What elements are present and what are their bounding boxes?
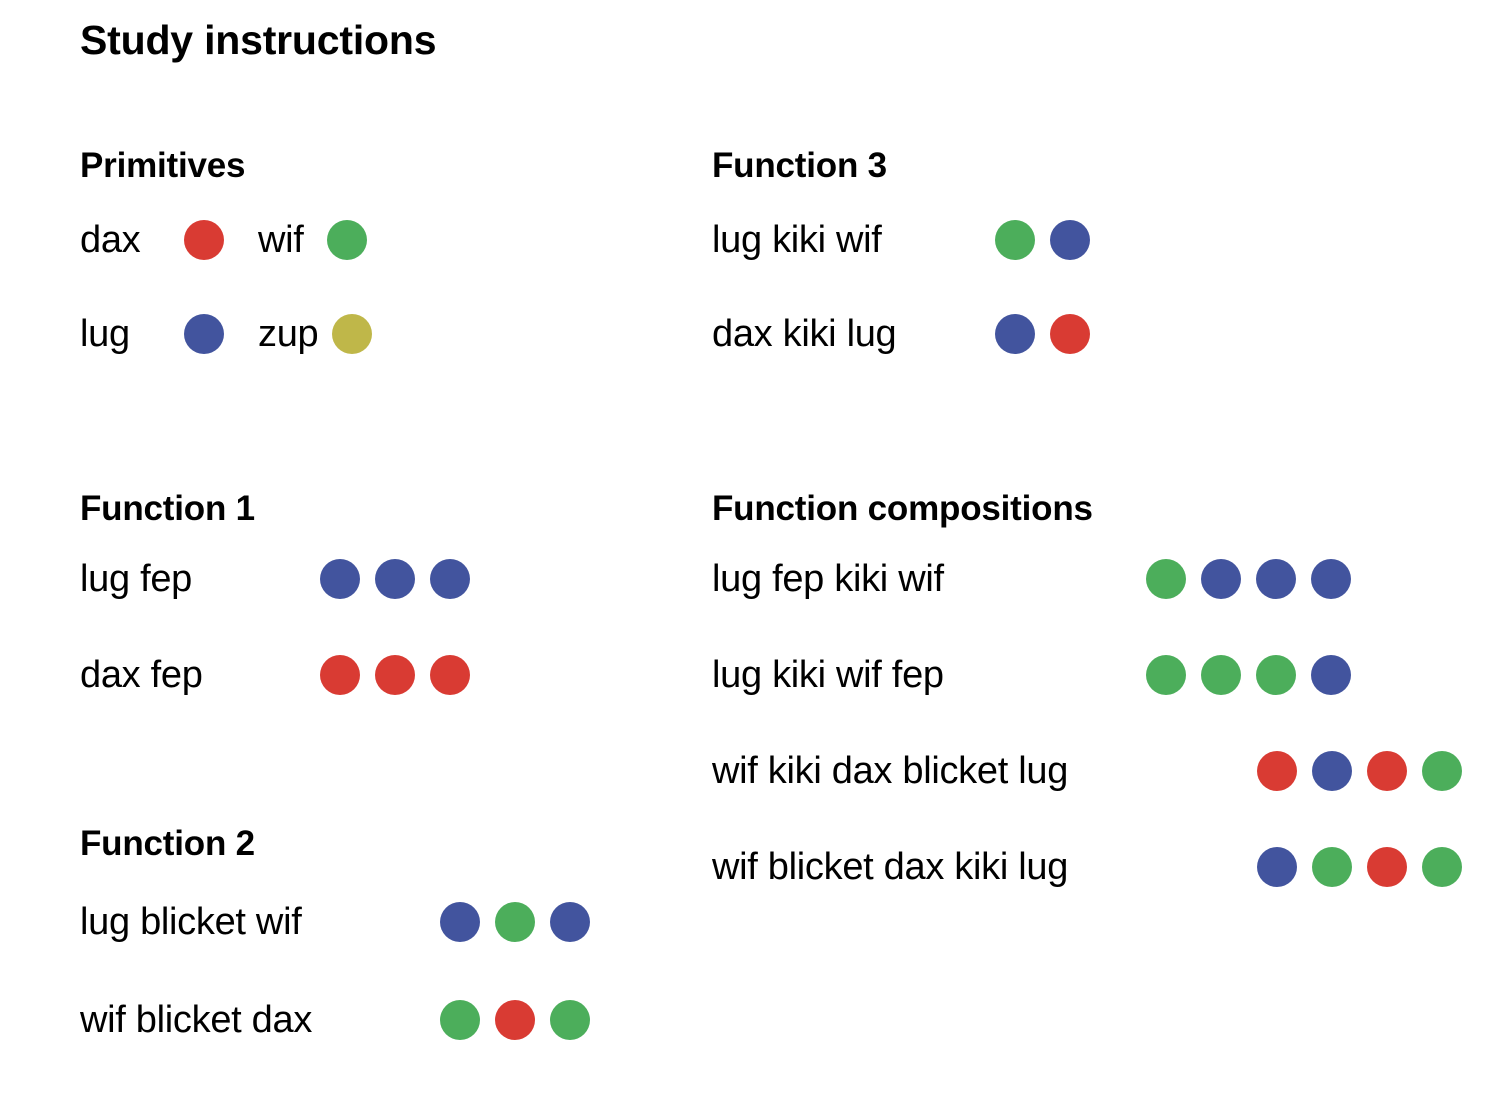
- instruction-outputs: [440, 902, 590, 942]
- output-dot: [495, 902, 535, 942]
- output-dot: [1256, 655, 1296, 695]
- output-dot: [1311, 559, 1351, 599]
- output-dot: [1367, 751, 1407, 791]
- instruction-outputs: [1146, 655, 1351, 695]
- output-dot: [375, 655, 415, 695]
- section-heading-function-2: Function 2: [80, 824, 255, 863]
- instruction-row: lug kiki wif: [712, 208, 1090, 272]
- instruction-row: dax fep: [80, 643, 470, 707]
- function-compositions-rows: lug fep kiki wif lug kiki wif fep: [712, 547, 1462, 899]
- function-2-rows: lug blicket wif wif blicket dax: [80, 890, 590, 1052]
- function-1-rows: lug fep dax fep: [80, 547, 470, 707]
- function-3-rows: lug kiki wif dax kiki lug: [712, 208, 1090, 366]
- section-heading-function-compositions: Function compositions: [712, 489, 1093, 528]
- output-dot: [1201, 559, 1241, 599]
- instruction-outputs: [320, 655, 470, 695]
- page-title: Study instructions: [80, 17, 437, 63]
- instruction-row: wif blicket dax: [80, 988, 590, 1052]
- instruction-row: dax kiki lug: [712, 302, 1090, 366]
- instruction-command: lug fep kiki wif: [712, 558, 944, 600]
- primitive-color-dot: [332, 314, 373, 354]
- output-dot: [320, 655, 360, 695]
- output-dot: [1422, 751, 1462, 791]
- primitive-lug: lug: [80, 313, 258, 355]
- primitive-word: wif: [258, 219, 304, 261]
- instruction-outputs: [1257, 847, 1462, 887]
- primitive-wif: wif: [258, 220, 367, 260]
- section-heading-function-3: Function 3: [712, 146, 887, 185]
- section-primitives: Primitives dax wif lug: [80, 146, 373, 354]
- primitive-word: lug: [80, 313, 130, 355]
- instruction-command: lug blicket wif: [80, 901, 302, 943]
- primitive-word: dax: [80, 219, 141, 261]
- instruction-command: wif kiki dax blicket lug: [712, 750, 1069, 792]
- output-dot: [1257, 751, 1297, 791]
- instruction-outputs: [1257, 751, 1462, 791]
- primitives-row: dax wif: [80, 208, 372, 272]
- instruction-row: lug blicket wif: [80, 890, 590, 954]
- output-dot: [550, 1000, 590, 1040]
- output-dot: [440, 902, 480, 942]
- instruction-row: wif blicket dax kiki lug: [712, 835, 1462, 899]
- output-dot: [1422, 847, 1462, 887]
- primitives-row: lug zup: [80, 302, 373, 366]
- section-function-3: Function 3 lug kiki wif dax kiki lug: [712, 146, 1090, 354]
- instruction-outputs: [995, 314, 1090, 354]
- output-dot: [320, 559, 360, 599]
- output-dot: [1257, 847, 1297, 887]
- instruction-command: wif blicket dax kiki lug: [712, 846, 1069, 888]
- instruction-row: lug fep: [80, 547, 470, 611]
- output-dot: [1312, 847, 1352, 887]
- instruction-outputs: [440, 1000, 590, 1040]
- output-dot: [1312, 751, 1352, 791]
- primitive-color-dot: [184, 314, 224, 354]
- instruction-command: dax fep: [80, 654, 203, 696]
- output-dot: [995, 314, 1035, 354]
- instruction-outputs: [320, 559, 470, 599]
- instruction-command: lug kiki wif: [712, 219, 882, 261]
- section-heading-primitives: Primitives: [80, 146, 246, 185]
- output-dot: [1256, 559, 1296, 599]
- output-dot: [995, 220, 1035, 260]
- primitive-dax: dax: [80, 219, 258, 261]
- instruction-command: wif blicket dax: [80, 999, 313, 1041]
- section-function-1: Function 1 lug fep dax fep: [80, 489, 470, 695]
- output-dot: [1146, 559, 1186, 599]
- instruction-command: lug kiki wif fep: [712, 654, 944, 696]
- section-function-2: Function 2 lug blicket wif wif blicket d…: [80, 824, 590, 1040]
- output-dot: [375, 559, 415, 599]
- instruction-outputs: [1146, 559, 1351, 599]
- primitives-grid: dax wif lug zup: [80, 208, 373, 366]
- output-dot: [1311, 655, 1351, 695]
- primitive-color-dot: [184, 220, 224, 260]
- instruction-command: lug fep: [80, 558, 192, 600]
- output-dot: [440, 1000, 480, 1040]
- output-dot: [1367, 847, 1407, 887]
- section-heading-function-1: Function 1: [80, 489, 255, 528]
- instruction-command: dax kiki lug: [712, 313, 897, 355]
- instruction-row: lug kiki wif fep: [712, 643, 1462, 707]
- primitive-color-dot: [326, 220, 367, 260]
- output-dot: [1050, 314, 1090, 354]
- output-dot: [1050, 220, 1090, 260]
- primitive-word: zup: [258, 313, 319, 355]
- instruction-outputs: [995, 220, 1090, 260]
- output-dot: [550, 902, 590, 942]
- output-dot: [1146, 655, 1186, 695]
- output-dot: [495, 1000, 535, 1040]
- instruction-row: lug fep kiki wif: [712, 547, 1462, 611]
- output-dot: [1201, 655, 1241, 695]
- section-function-compositions: Function compositions lug fep kiki wif l…: [712, 489, 1462, 887]
- output-dot: [430, 655, 470, 695]
- output-dot: [430, 559, 470, 599]
- primitive-zup: zup: [258, 313, 373, 355]
- instruction-row: wif kiki dax blicket lug: [712, 739, 1462, 803]
